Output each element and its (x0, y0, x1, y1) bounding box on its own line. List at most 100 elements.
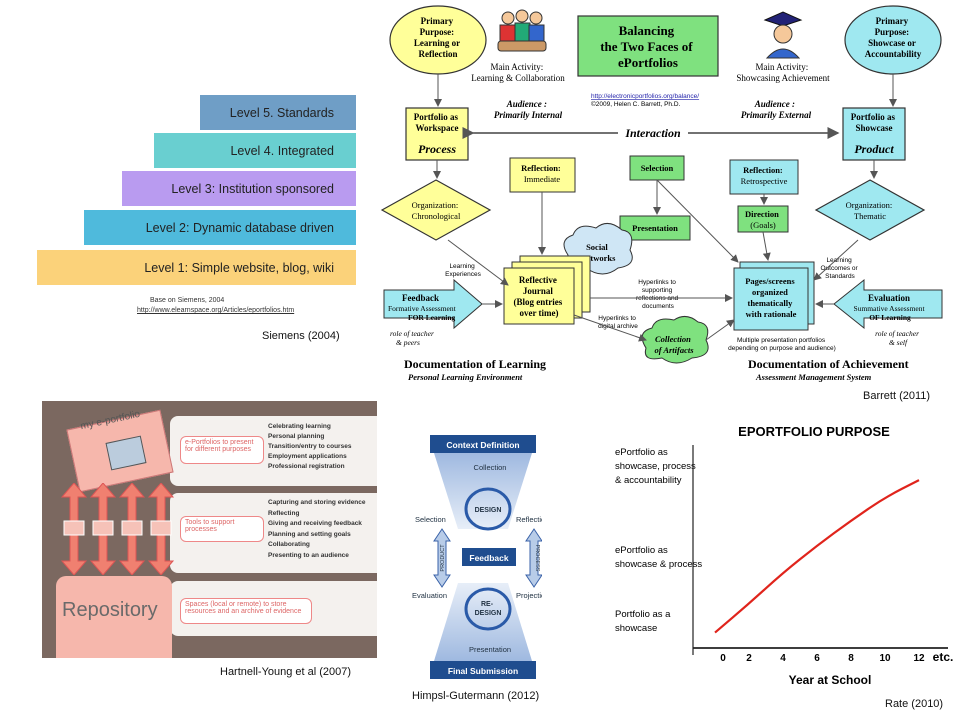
doc-achieve-title: Documentation of Achievement (748, 357, 909, 371)
final-submission-bar (430, 661, 536, 679)
x-tick-label: 12 (913, 653, 925, 664)
hartnell-figure: my e-portfolio Repository e-Portfolios t… (42, 401, 377, 658)
connector-arrows (433, 74, 897, 342)
selection-box (629, 155, 685, 181)
process-label: Process (418, 142, 456, 156)
feedback-bar (462, 548, 516, 566)
collection-artifacts-text: Collection of Artifacts (654, 334, 694, 355)
doc-learning-title: Documentation of Learning (404, 357, 546, 371)
showcase-box (842, 107, 906, 161)
siemens-level-label: Level 2: Dynamic database driven (145, 220, 334, 235)
primary-purpose-left-text: Primary Purpose: Learning or Reflection (414, 16, 462, 59)
caption-hartnell: Hartnell-Young et al (2007) (220, 666, 352, 678)
process-label-h: PROCESS (534, 545, 540, 572)
reflection-label-h: Reflection (516, 515, 542, 524)
hartnell-list-item: Professional registration (268, 463, 345, 470)
org-right-diamond (814, 179, 926, 241)
siemens-level-4: Level 4. Integrated (154, 133, 356, 168)
siemens-source-link[interactable]: http://www.elearnspace.org/Articles/epor… (137, 307, 295, 314)
context-definition-label: Context Definition (446, 440, 519, 450)
x-tick-label: 0 (720, 653, 726, 664)
caption-rate: Rate (2010) (885, 698, 944, 710)
reflective-journal-text: Reflective Journal (Blog entries over ti… (514, 275, 565, 318)
evaluation-arrow-shape (833, 278, 943, 330)
role-right-text: role of teacher & self (875, 329, 921, 347)
siemens-level-3: Level 3: Institution sponsored (122, 171, 356, 206)
reflection-retro-text: Reflection: Retrospective (741, 165, 788, 186)
hartnell-box-3-line2: resources and an archive of evidence (185, 608, 302, 615)
x-tick-label: 2 (746, 653, 752, 664)
hartnell-list-item: Celebrating learning (268, 423, 331, 430)
design-label: DESIGN (475, 507, 502, 514)
x-tick-label: 4 (780, 653, 786, 664)
siemens-level-label: Level 3: Institution sponsored (171, 181, 334, 196)
reflective-journal-stack (503, 255, 591, 325)
presentation-label-h: Presentation (469, 645, 511, 654)
siemens-level-label: Level 1: Simple website, blog, wiki (144, 260, 334, 275)
workspace-label: Portfolio as Workspace (414, 112, 461, 133)
audience-right: Audience : Primarily External (741, 99, 812, 120)
hartnell-list-item: Reflecting (268, 509, 300, 517)
siemens-level-5: Level 5. Standards (200, 95, 356, 130)
evaluation-text: Evaluation Summative Assessment OF Learn… (854, 293, 927, 322)
org-left-diamond (380, 179, 492, 241)
product-label: Product (854, 142, 894, 156)
balancing-title: Balancing the Two Faces of ePortfolios (600, 23, 696, 70)
design-ring (464, 487, 512, 531)
direction-text: Direction (Goals) (745, 209, 781, 230)
final-submission-label: Final Submission (448, 666, 518, 676)
hartnell-box-2-line1: Tools to support (185, 519, 235, 526)
redesign-label: RE- DESIGN (475, 601, 502, 617)
hartnell-list-item: Collaborating (268, 541, 310, 548)
context-definition-bar (430, 435, 536, 453)
selection-label: Selection (641, 163, 674, 173)
series-line (714, 479, 920, 634)
reflection-immediate-box (509, 157, 576, 193)
selection-label-h: Selection (415, 515, 446, 524)
siemens-source-line1: Base on Siemens, 2004 (150, 297, 225, 304)
siemens-level-2: Level 2: Dynamic database driven (84, 210, 356, 245)
hartnell-list-item: Presenting to an audience (268, 551, 349, 559)
hartnell-box-2: Tools to support processes (180, 516, 264, 542)
role-left-text: role of teacher & peers (390, 329, 436, 347)
hyperlinks-supporting-text: Hyperlinks to supporting reflections and… (636, 279, 680, 310)
feedback-arrow-shape (383, 278, 483, 330)
pages-screens-text: Pages/screens organized thematically wit… (745, 276, 797, 319)
balancing-url[interactable]: http://electronicportfolios.org/balance/ (591, 93, 699, 100)
hartnell-box-1-line1: e-Portfolios to present (185, 439, 254, 446)
repository-label: Repository (62, 599, 158, 621)
reflection-immediate-text: Reflection: Immediate (521, 163, 563, 184)
presentation-label: Presentation (632, 223, 678, 233)
doc-learning-sub: Personal Learning Environment (408, 372, 523, 382)
audience-left: Audience : Primarily Internal (494, 99, 563, 120)
hartnell-list-item: Employment applications (268, 453, 347, 460)
showcase-label: Portfolio as Showcase (851, 112, 898, 133)
projection-label-h: Projection (516, 591, 542, 600)
graduate-icon (763, 11, 803, 59)
multiple-portfolios-text: Multiple presentation portfolios dependi… (728, 337, 836, 352)
collection-label: Collection (474, 463, 507, 472)
hartnell-box-1-line2: for different purposes (185, 446, 252, 453)
hartnell-list-item: Giving and receiving feedback (268, 520, 362, 527)
product-label-h: PRODUCT (440, 544, 446, 572)
learning-experiences-text: Learning Experiences (445, 263, 482, 278)
hartnell-box-1: e-Portfolios to present for different pu… (180, 436, 264, 464)
redesign-ring (464, 587, 512, 631)
activity-right-text: Main Activity: Showcasing Achievement (736, 62, 830, 83)
caption-barrett: Barrett (2011) (863, 390, 931, 402)
caption-siemens: Siemens (2004) (262, 330, 340, 342)
hartnell-list-item: Transition/entry to courses (268, 443, 352, 450)
doc-achieve-sub: Assessment Management System (755, 372, 872, 382)
hartnell-box-2-line2: processes (185, 526, 217, 533)
balancing-title-box (577, 15, 719, 77)
collection-artifacts-cloud (641, 316, 709, 364)
hartnell-list-item: Planning and setting goals (268, 530, 351, 538)
org-right-text: Organization: Thematic (846, 200, 895, 221)
x-tick-label: 8 (848, 653, 854, 664)
learning-outcomes-text: Learning Outcomes or Standards (820, 257, 859, 280)
repository-block (56, 576, 172, 658)
